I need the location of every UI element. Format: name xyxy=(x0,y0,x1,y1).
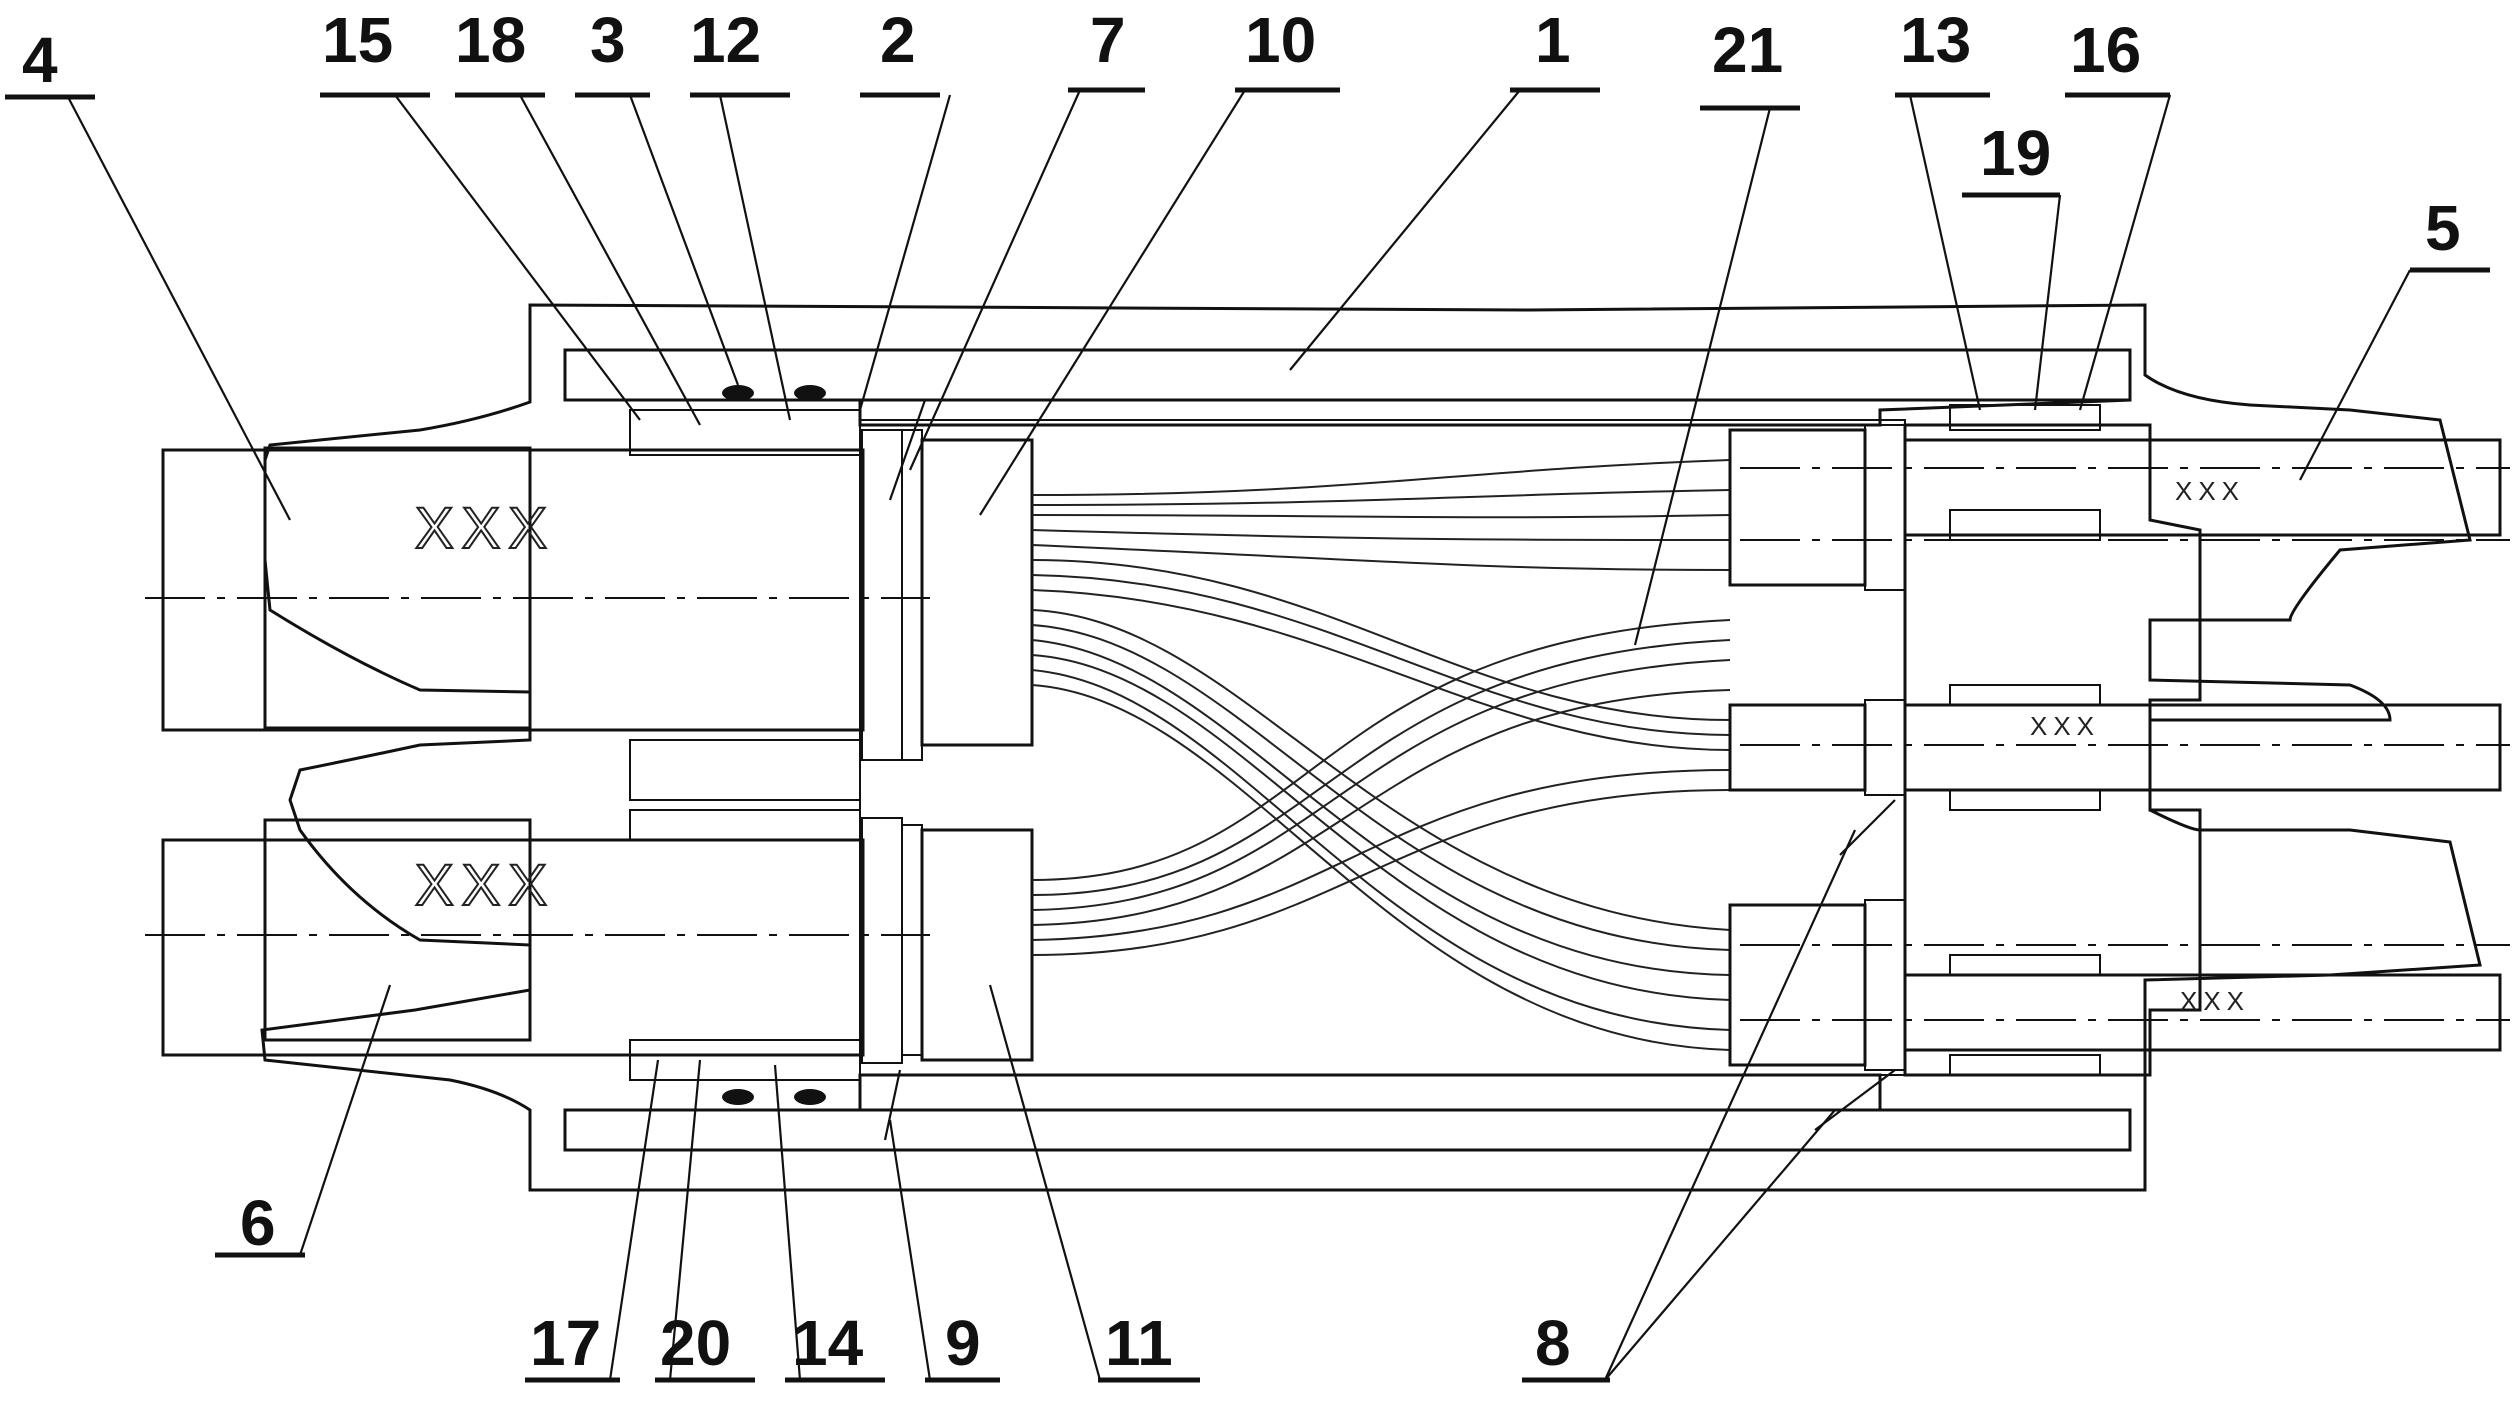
label-3: 3 xyxy=(590,4,626,76)
label-7: 7 xyxy=(1090,4,1126,76)
label-11: 11 xyxy=(1105,1307,1173,1379)
crossing-wires xyxy=(1031,459,1731,1051)
cable-mark-upper-left: XXX xyxy=(415,496,555,561)
cable-mark-lower-left: XXX xyxy=(415,853,555,918)
right-cable-top xyxy=(1903,438,2502,537)
cable-mark-right-bottom: XXX xyxy=(2180,986,2250,1016)
label-8: 8 xyxy=(1535,1307,1571,1379)
label-5: 5 xyxy=(2425,192,2461,264)
label-19: 19 xyxy=(1980,117,2051,189)
left-sleeve-upper xyxy=(861,429,903,761)
label-10: 10 xyxy=(1245,4,1316,76)
label-6: 6 xyxy=(240,1187,276,1259)
potting-compound xyxy=(859,419,1906,1076)
label-12: 12 xyxy=(690,4,761,76)
label-13: 13 xyxy=(1900,4,1971,76)
right-cable-middle xyxy=(1903,703,2502,792)
label-15: 15 xyxy=(322,4,393,76)
label-14: 14 xyxy=(792,1307,864,1379)
cable-mark-right-middle: XXX xyxy=(2030,711,2100,741)
callouts: 4 15 18 3 12 2 7 10 1 21 xyxy=(5,4,2490,1383)
right-connector-middle xyxy=(1728,703,1867,792)
right-end-block xyxy=(1903,423,2202,1077)
right-connector-top xyxy=(1728,428,1867,587)
label-9: 9 xyxy=(945,1307,981,1379)
label-21: 21 xyxy=(1712,14,1783,86)
left-sleeve-lower xyxy=(861,817,903,1064)
right-connector-bottom xyxy=(1728,903,1867,1067)
label-2: 2 xyxy=(880,4,916,76)
inner-liner-lower xyxy=(563,1073,2132,1152)
outer-housing xyxy=(260,303,2482,1192)
label-1: 1 xyxy=(1535,4,1571,76)
right-cable-bottom xyxy=(1903,973,2502,1052)
cable-mark-right-top: XXX xyxy=(2175,476,2245,506)
label-17: 17 xyxy=(530,1307,601,1379)
label-4: 4 xyxy=(22,24,58,96)
label-18: 18 xyxy=(455,4,526,76)
label-16: 16 xyxy=(2070,14,2141,86)
left-connector-lower xyxy=(920,828,1034,1062)
left-connector-upper xyxy=(920,438,1034,747)
